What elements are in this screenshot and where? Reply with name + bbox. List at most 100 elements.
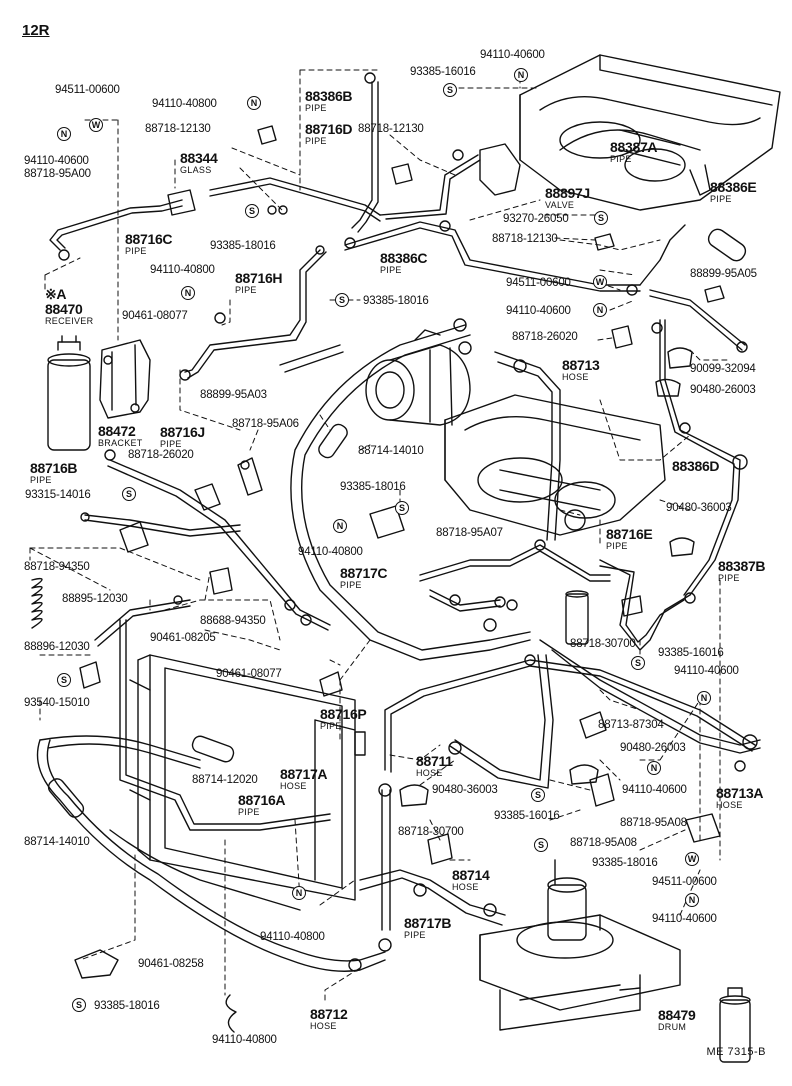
evaporator-unit-upper <box>519 54 781 211</box>
nut-symbol: N <box>57 127 71 141</box>
part-label: 88899-95A03 <box>200 389 267 401</box>
part-label: 93385-18016 <box>210 240 276 252</box>
part-label: 94110-40600 <box>622 784 687 796</box>
part-label: 93315-14016 <box>25 489 91 501</box>
part-label: 94511-00600 <box>652 876 717 888</box>
part-label: 94110-40800 <box>212 1034 277 1046</box>
screw-symbol: S <box>594 211 608 225</box>
part-label: 94511-00600 <box>55 84 120 96</box>
part-label: ※A <box>45 286 67 302</box>
part-label: 88718-12130 <box>358 123 424 135</box>
screw-symbol: S <box>122 487 136 501</box>
part-label: 90461-08258 <box>138 958 204 970</box>
screw-symbol: S <box>534 838 548 852</box>
part-label: 88718-26020 <box>128 449 194 461</box>
part-label: 88714-14010 <box>24 836 90 848</box>
part-label: 88688-94350 <box>200 615 266 627</box>
screw-symbol: S <box>531 788 545 802</box>
washer-symbol: W <box>593 275 607 289</box>
screw-symbol: S <box>395 501 409 515</box>
part-label: 88718-95A07 <box>436 527 503 539</box>
nut-symbol: N <box>514 68 528 82</box>
blower-unit <box>479 859 681 1031</box>
part-label: 88718-95A00 <box>24 168 91 180</box>
part-label: 94110-40600 <box>24 155 89 167</box>
part-label: 88718-95A08 <box>620 817 687 829</box>
nut-symbol: N <box>181 286 195 300</box>
part-label: 94110-40800 <box>150 264 215 276</box>
section-code: 12R <box>22 22 50 39</box>
nut-symbol: N <box>647 761 661 775</box>
part-label: 93385-18016 <box>363 295 429 307</box>
nut-symbol: N <box>333 519 347 533</box>
part-label: 90099-32094 <box>690 363 756 375</box>
part-label: 88718-95A06 <box>232 418 299 430</box>
nut-symbol: N <box>697 691 711 705</box>
part-label: 88899-95A05 <box>690 268 757 280</box>
part-label: 94110-40600 <box>674 665 739 677</box>
receiver-bracket <box>99 339 151 419</box>
part-label: 94511-00600 <box>506 277 571 289</box>
screw-symbol: S <box>57 673 71 687</box>
part-label: 88718-30700 <box>398 826 464 838</box>
part-label: 90480-26003 <box>620 742 686 754</box>
part-label: 93385-16016 <box>494 810 560 822</box>
part-label: 90461-08077 <box>216 668 282 680</box>
nut-symbol: N <box>247 96 261 110</box>
coil-spring <box>31 577 43 629</box>
part-label: 88718-12130 <box>145 123 211 135</box>
part-label: 88718-26020 <box>512 331 578 343</box>
hose-pieces <box>47 228 747 818</box>
part-label: 88718-94350 <box>24 561 90 573</box>
part-label: 90461-08205 <box>150 632 216 644</box>
part-label: 94110-40600 <box>480 49 545 61</box>
clamps-and-fittings <box>74 125 725 1033</box>
screw-symbol: S <box>443 83 457 97</box>
union-nuts <box>58 72 758 972</box>
refrigerant-drum <box>719 987 751 1063</box>
drawing-code: ME 7315-B <box>706 1046 766 1058</box>
part-label: 88718-95A08 <box>570 837 637 849</box>
receiver-tank <box>47 335 91 451</box>
part-label: 88386D <box>672 458 720 474</box>
part-label: 93385-18016 <box>592 857 658 869</box>
part-label: 94110-40600 <box>506 305 571 317</box>
part-label: 88718-30700 <box>570 638 636 650</box>
part-label: 88895-12030 <box>62 593 128 605</box>
nut-symbol: N <box>593 303 607 317</box>
part-label: 90461-08077 <box>122 310 188 322</box>
leader-lines <box>29 69 731 1001</box>
part-label: 88714-14010 <box>358 445 424 457</box>
washer-symbol: W <box>89 118 103 132</box>
part-label: 90480-36003 <box>666 502 732 514</box>
part-label: 93385-18016 <box>94 1000 160 1012</box>
compressor <box>365 329 471 426</box>
nut-symbol: N <box>292 886 306 900</box>
part-label: 94110-40600 <box>652 913 717 925</box>
part-label: 94110-40800 <box>298 546 363 558</box>
